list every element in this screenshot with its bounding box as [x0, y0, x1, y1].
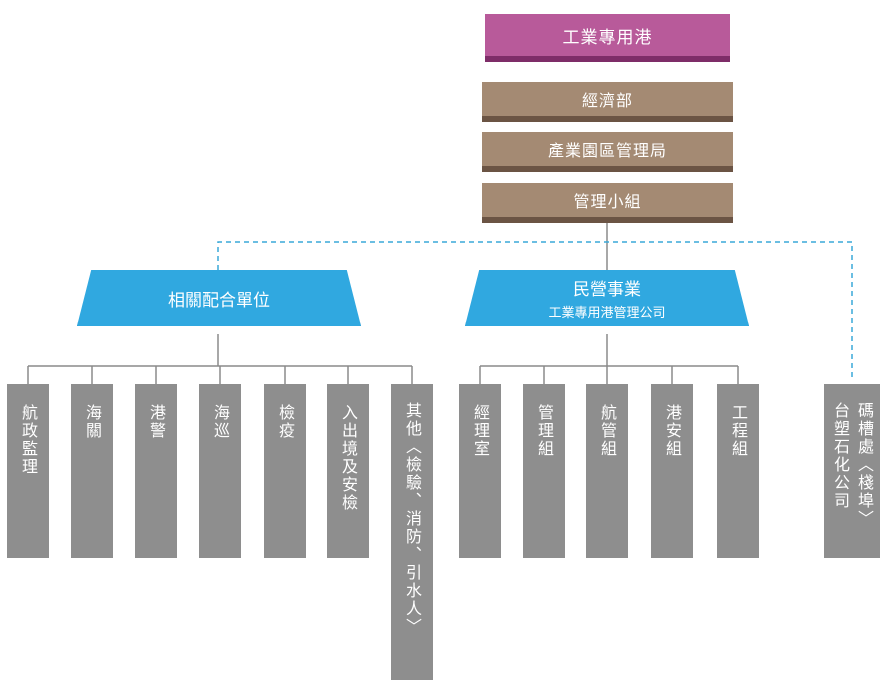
formosa-terminal: 碼槽處〈棧埠〉 — [855, 402, 874, 528]
chain-node-group: 管理小組 — [482, 183, 733, 217]
unit-customs: 海關 — [71, 384, 113, 558]
unit-label: 工程組 — [729, 404, 748, 458]
unit-label: 管理組 — [535, 404, 554, 458]
chain-node-bureau: 產業園區管理局 — [482, 132, 733, 166]
formosa-company: 台塑石化公司 — [831, 402, 850, 510]
top-node: 工業專用港 — [485, 14, 730, 56]
unit-label: 航管組 — [598, 404, 617, 458]
unit-label: 其他〈檢驗、消防、引水人〉 — [403, 402, 422, 636]
unit-port-safety-section: 港安組 — [651, 384, 693, 558]
unit-label: 經理室 — [471, 404, 490, 458]
unit-label: 入出境及安檢 — [339, 404, 358, 512]
unit-label: 航政監理 — [19, 404, 38, 476]
unit-label: 港安組 — [663, 404, 682, 458]
unit-others: 其他〈檢驗、消防、引水人〉 — [391, 384, 433, 680]
unit-manager-office: 經理室 — [459, 384, 501, 558]
unit-management-section: 管理組 — [523, 384, 565, 558]
group-private-line1: 民營事業 — [573, 280, 641, 300]
group-private-line2: 工業專用港管理公司 — [548, 306, 666, 321]
unit-label: 港警 — [147, 404, 166, 440]
unit-engineering-section: 工程組 — [717, 384, 759, 558]
group-private-company: 民營事業 工業專用港管理公司 — [465, 270, 749, 326]
chain-node-ministry: 經濟部 — [482, 82, 733, 116]
unit-maritime-supervision: 航政監理 — [7, 384, 49, 558]
unit-label: 海巡 — [211, 404, 230, 440]
unit-immigration-security: 入出境及安檢 — [327, 384, 369, 558]
unit-label: 檢疫 — [276, 404, 295, 440]
unit-coast-guard: 海巡 — [199, 384, 241, 558]
group-related-label: 相關配合單位 — [168, 290, 270, 311]
unit-formosa-petrochemical: 台塑石化公司 碼槽處〈棧埠〉 — [824, 384, 880, 558]
group-related-units: 相關配合單位 — [77, 270, 361, 326]
unit-label: 海關 — [83, 404, 102, 440]
unit-navigation-section: 航管組 — [586, 384, 628, 558]
unit-quarantine: 檢疫 — [264, 384, 306, 558]
unit-harbor-police: 港警 — [135, 384, 177, 558]
